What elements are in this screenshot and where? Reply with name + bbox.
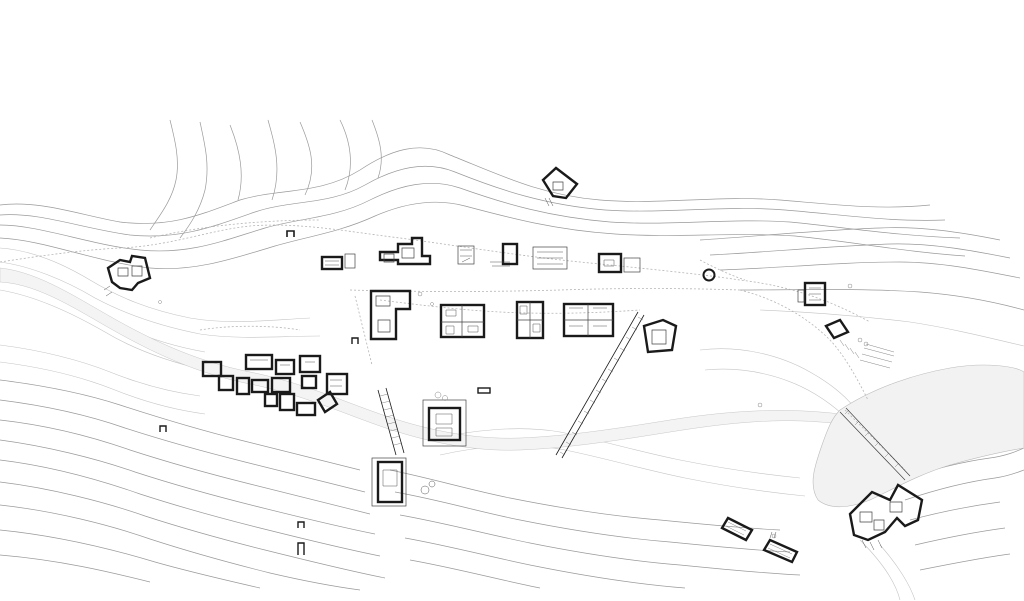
lake — [812, 364, 1024, 508]
marker-lower-left-2 — [297, 521, 305, 528]
building-lakeside — [848, 483, 924, 551]
marker-north — [286, 230, 295, 237]
building-main-3 — [515, 300, 545, 340]
building-main-2 — [439, 303, 486, 339]
building-main-4 — [562, 302, 615, 338]
building-row-upper-5 — [532, 246, 568, 270]
building-main-5 — [642, 318, 678, 354]
building-row-upper-6 — [597, 252, 641, 274]
building-southeast-1 — [720, 516, 754, 542]
building-cluster-west — [201, 353, 349, 417]
lake-boardwalk — [839, 407, 911, 481]
contour-lines — [0, 119, 1024, 601]
building-row-upper-4 — [490, 242, 519, 267]
ramp-bridge-long — [555, 311, 645, 459]
footbridge — [377, 387, 405, 456]
building-row-upper-2 — [378, 236, 432, 266]
building-central-south — [422, 387, 491, 447]
building-row-upper-1 — [320, 253, 356, 271]
building-east-upper — [797, 281, 827, 307]
marker-lower-left-3 — [297, 542, 305, 555]
building-main-1 — [369, 289, 412, 341]
stream-bed — [0, 267, 891, 451]
vegetation — [158, 283, 869, 539]
building-east-mid — [824, 318, 895, 369]
building-west — [103, 254, 152, 297]
building-lower-center — [371, 457, 436, 507]
marker-lower-left-1 — [159, 425, 167, 432]
circular-pavilion — [702, 268, 716, 282]
marker-small-square — [351, 337, 359, 344]
building-hilltop — [541, 166, 579, 207]
building-southeast-2 — [762, 531, 799, 564]
building-row-upper-3 — [457, 245, 475, 265]
